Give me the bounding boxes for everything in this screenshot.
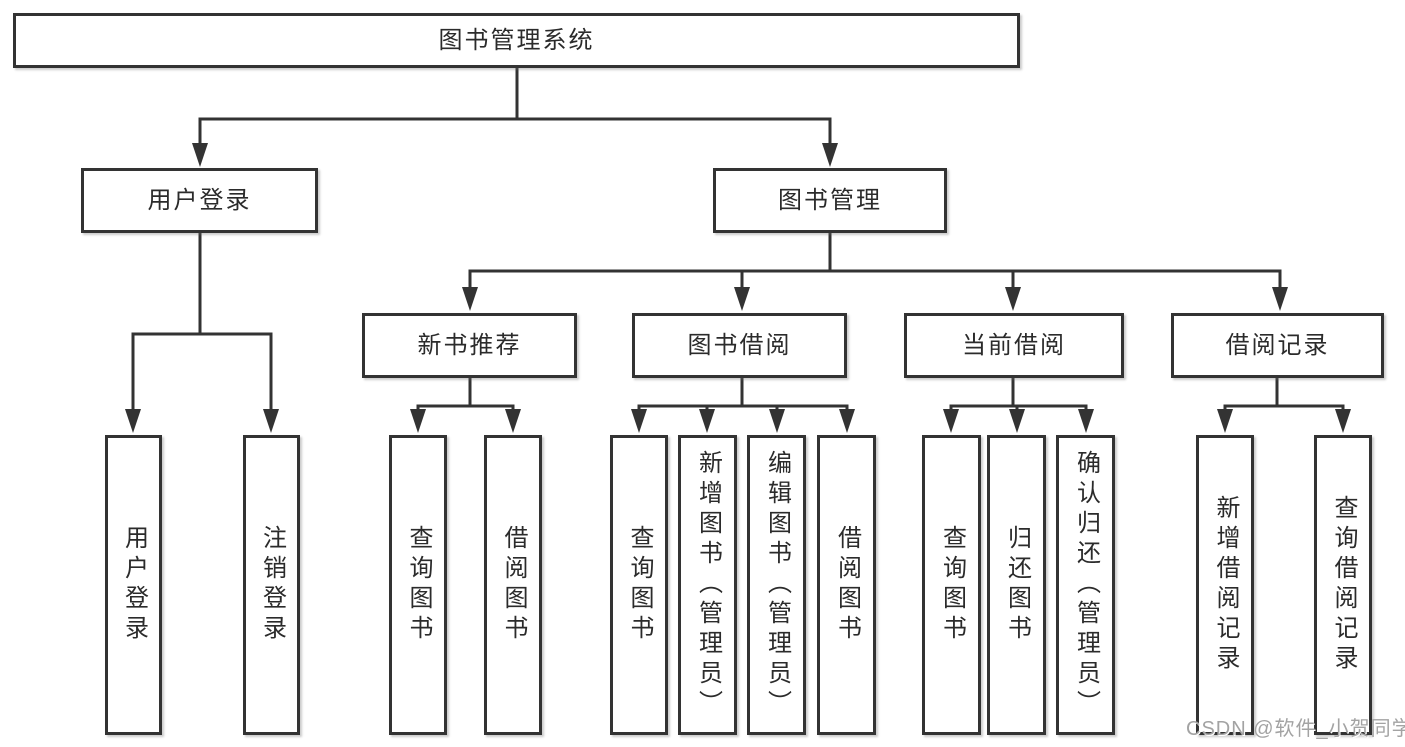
leaf-edit-book-admin-label: 编辑图书（管理员） [763, 450, 791, 720]
node-new-book-recommend: 新书推荐 [362, 313, 577, 378]
node-root-label: 图书管理系统 [438, 26, 595, 54]
leaf-query-books-recommend-label: 查询图书 [405, 525, 432, 645]
leaf-logout: 注销登录 [243, 435, 300, 735]
leaf-borrow-books-borrowing: 借阅图书 [817, 435, 876, 735]
leaf-logout-label: 注销登录 [258, 525, 286, 645]
leaf-confirm-return-admin: 确认归还（管理员） [1056, 435, 1115, 735]
leaf-borrow-books-recommend-label: 借阅图书 [500, 525, 527, 645]
node-user-login-label: 用户登录 [147, 186, 252, 214]
leaf-add-book-admin-label: 新增图书（管理员） [694, 450, 722, 720]
node-book-borrowing: 图书借阅 [632, 313, 847, 378]
leaf-query-books-current: 查询图书 [922, 435, 981, 735]
leaf-query-books-recommend: 查询图书 [389, 435, 447, 735]
leaf-user-login-label: 用户登录 [120, 525, 148, 645]
node-current-borrowing-label: 当前借阅 [962, 331, 1066, 359]
leaf-query-books-borrowing-label: 查询图书 [626, 525, 653, 645]
leaf-add-borrow-record: 新增借阅记录 [1196, 435, 1254, 735]
leaf-query-books-current-label: 查询图书 [938, 525, 966, 645]
arrowheads [125, 143, 1351, 433]
node-borrowing-records: 借阅记录 [1171, 313, 1384, 378]
node-book-borrowing-label: 图书借阅 [687, 331, 792, 359]
leaf-query-borrow-record-label: 查询借阅记录 [1330, 495, 1357, 675]
node-borrowing-records-label: 借阅记录 [1225, 331, 1330, 359]
node-current-borrowing: 当前借阅 [904, 313, 1124, 378]
leaf-query-books-borrowing: 查询图书 [610, 435, 668, 735]
leaf-borrow-books-recommend: 借阅图书 [484, 435, 542, 735]
leaf-add-book-admin: 新增图书（管理员） [678, 435, 737, 735]
node-book-management-label: 图书管理 [778, 186, 882, 214]
node-new-book-recommend-label: 新书推荐 [417, 331, 522, 359]
csdn-watermark: CSDN @软件_小贺同学 [1186, 718, 1405, 740]
leaf-confirm-return-admin-label: 确认归还（管理员） [1072, 450, 1100, 720]
leaf-user-login: 用户登录 [105, 435, 162, 735]
leaf-return-book-label: 归还图书 [1003, 525, 1031, 645]
leaf-edit-book-admin: 编辑图书（管理员） [747, 435, 806, 735]
leaf-borrow-books-borrowing-label: 借阅图书 [833, 525, 861, 645]
leaf-add-borrow-record-label: 新增借阅记录 [1212, 495, 1239, 675]
node-book-management: 图书管理 [713, 168, 947, 233]
leaf-return-book: 归还图书 [987, 435, 1046, 735]
leaf-query-borrow-record: 查询借阅记录 [1314, 435, 1372, 735]
node-root-system: 图书管理系统 [13, 13, 1020, 68]
node-user-login: 用户登录 [81, 168, 318, 233]
